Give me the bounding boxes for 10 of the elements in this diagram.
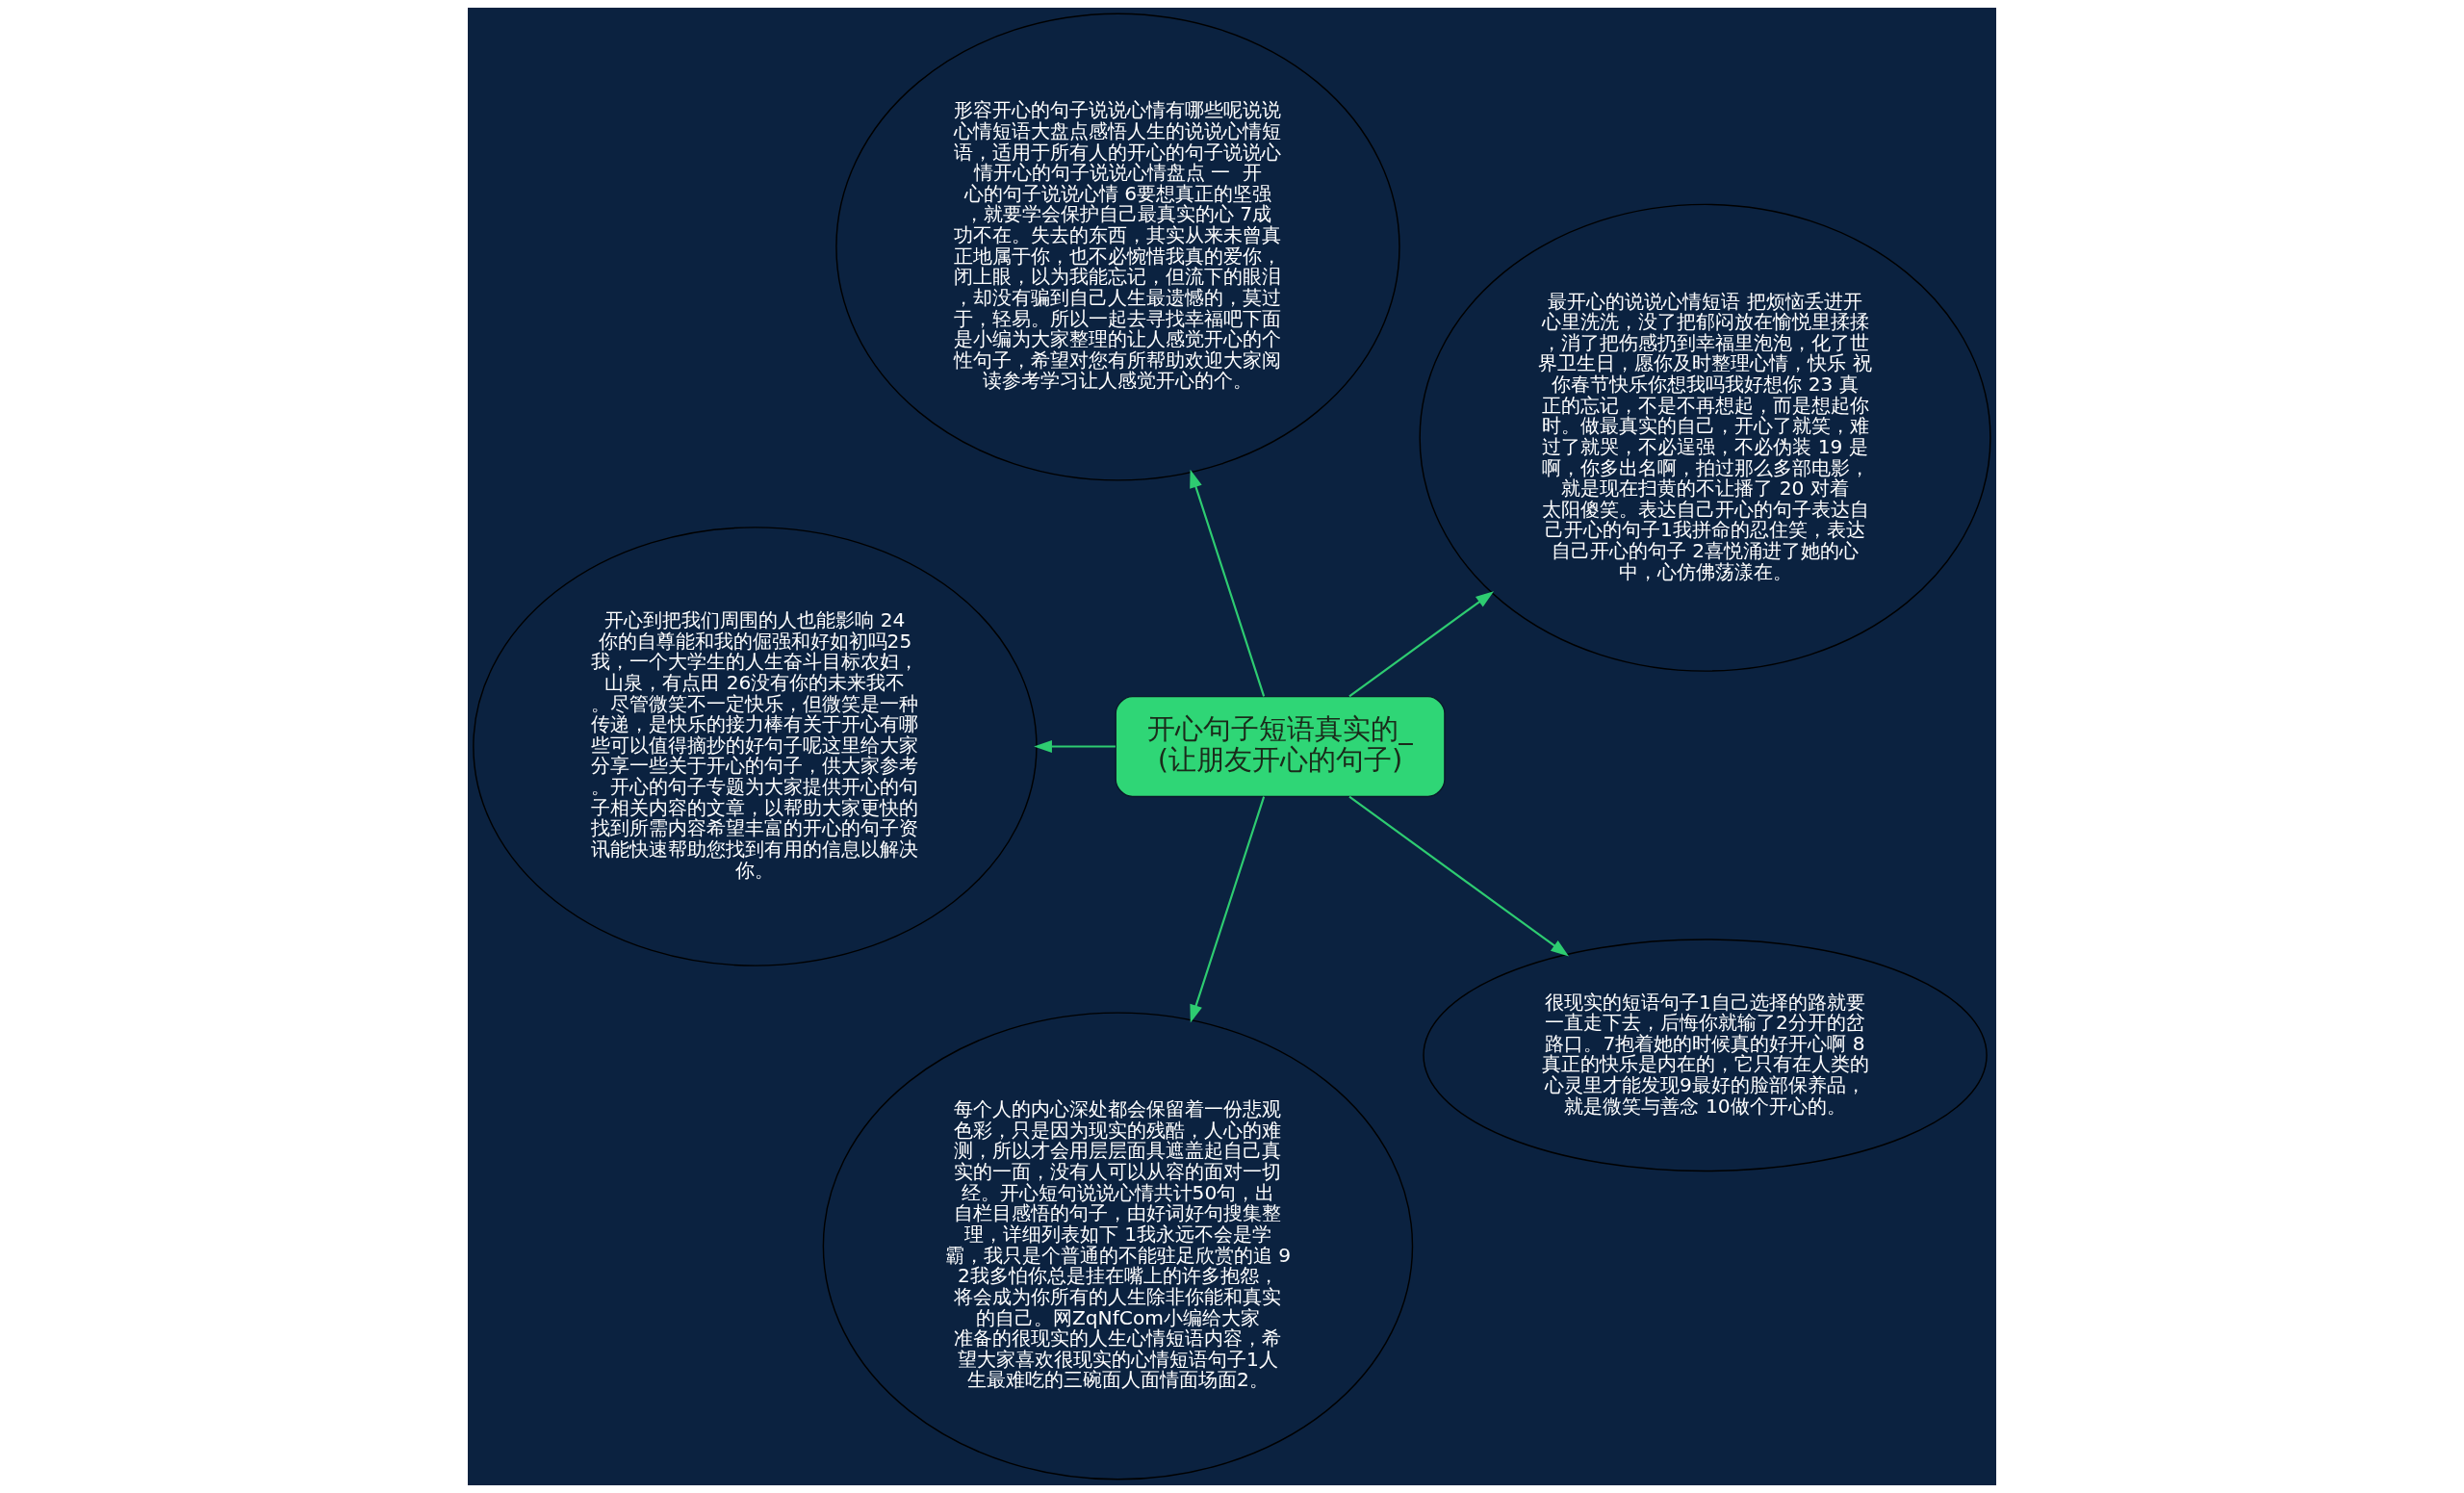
node-ellipse: 形容开心的句子说说心情有哪些呢说说心情短语大盘点感悟人生的说说心情短语，适用于所有人的开心的句子说说心情开心的句子说说心情盘点 一 开心的句子说说心情 6要想真正的坚强，就要学会保护自己最真实的心 7成功不在。失去的东西，其实从来未曾真正地属于你，也不必惋惜我真的爱你，闭上眼，以为我能忘记，但流下的眼泪，却没有骗到自己人生最遗憾的，莫过于，轻易。所以一起去寻找幸福吧下面是小编为大家整理的让人感觉开心的个性句子，希望对您有所帮助欢迎大家阅读参考学习让人感觉开心的个。 bbox=[835, 13, 1400, 481]
arrow bbox=[1348, 795, 1569, 957]
arrow bbox=[1190, 796, 1266, 1023]
node-ellipse: 最开心的说说心情短语 把烦恼丢进开心里洗洗，没了把郁闷放在愉悦里揉揉，消了把伤感扔到幸福里泡泡，化了世界卫生日，愿你及时整理心情，快乐 祝你春节快乐你想我吗我好想你 23 真正的忘记，不是不再想起，而是想起你时。做最真实的自己，开心了就笑，难过了就哭，不必逞强，不必伪装 19 是啊，你多出名啊，拍过那么多部电影，就是现在扫黄的不让播了 20 对着太阳傻笑。表达自己开心的句子表达自己开心的句子1我拼命的忍住笑，表达自己开心的句子 2喜悦涌进了她的心中，心仿佛荡漾在。 bbox=[1419, 203, 1991, 672]
arrow bbox=[1348, 591, 1495, 698]
node-ellipse: 每个人的内心深处都会保留着一份悲观色彩，只是因为现实的残酷，人心的难测，所以才会用层层面具遮盖起自己真实的一面，没有人可以从容的面对一切经。开心短句说说心情共计50句，出自栏目感悟的句子，由好词好句搜集整理，详细列表如下 1我永远不会是学霸，我只是个普通的不能驻足欣赏的追 92我多怕你总是挂在嘴上的许多抱怨，将会成为你所有的人生除非你能和真实的自己。网ZqNfCom小编给大家准备的很现实的人生心情短语内容，希望大家喜欢很现实的心情短语句子1人生最难吃的三碗面人面情面场面2。 bbox=[822, 1012, 1414, 1480]
arrow bbox=[1034, 739, 1116, 754]
node-ellipse: 开心到把我们周围的人也能影响 24你的自尊能和我的倔强和好如初吗25我，一个大学生的人生奋斗目标农妇，山泉，有点田 26没有你的未来我不。尽管微笑不一定快乐，但微笑是一种传递，是快乐的接力棒有关于开心有哪些可以值得摘抄的好句子呢这里给大家分享一些关于开心的句子，供大家参考。开心的句子专题为大家提供开心的句子相关内容的文章，以帮助大家更快的找到所需内容希望丰富的开心的句子资讯能快速帮助您找到有用的信息以解决你。 bbox=[473, 527, 1038, 966]
arrow bbox=[1190, 469, 1266, 697]
node-box: 开心句子短语真实的_(让朋友开心的句子) bbox=[1115, 695, 1446, 798]
